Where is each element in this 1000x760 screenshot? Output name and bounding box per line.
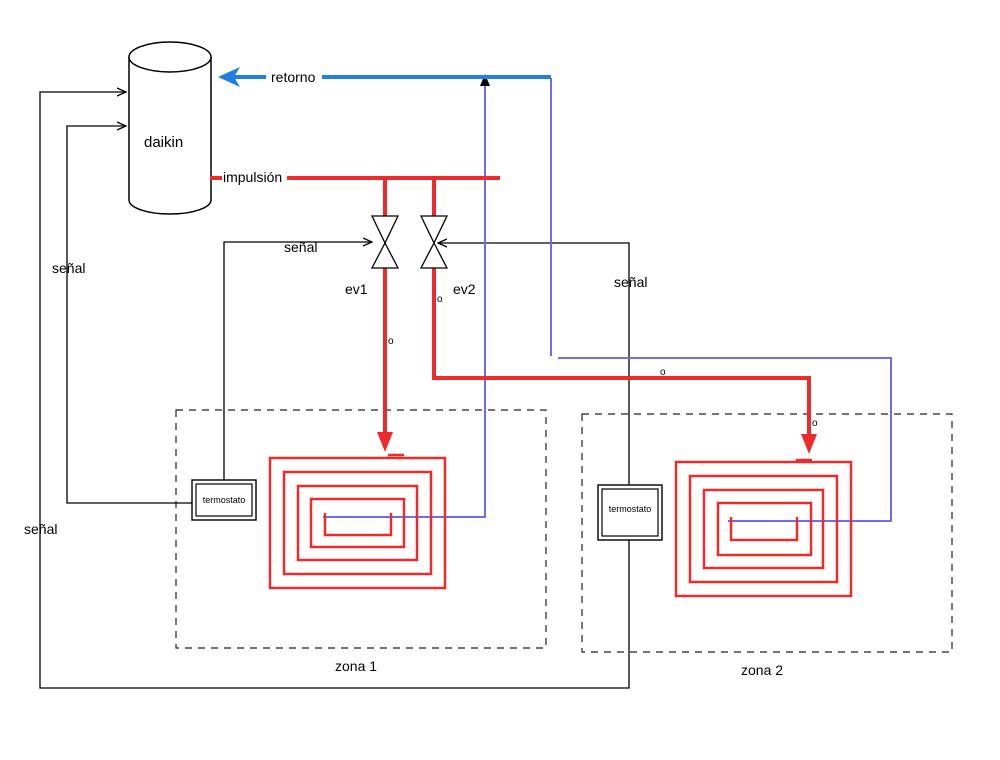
valve-ev1 (370, 215, 400, 269)
signal-line-thermostat2-to-ev2 (438, 243, 630, 485)
signal-label-ev1: señal (284, 239, 317, 255)
flow-marker-ev2: o (437, 294, 443, 305)
signal-lines (39, 92, 630, 689)
zone-1-label: zona 1 (335, 658, 377, 674)
signal-label-left: señal (52, 260, 85, 276)
daikin-label: daikin (144, 134, 183, 151)
flow-marker-zone2: o (812, 418, 818, 429)
valve-2-label: ev2 (453, 281, 476, 297)
return-label: retorno (271, 69, 316, 85)
flow-marker-supply-horizontal: o (660, 367, 666, 378)
signal-line-zone2-to-daikin (39, 92, 630, 689)
supply-ev2-to-zone2 (432, 268, 811, 436)
zone-1-boundary (175, 409, 547, 649)
valve-1-label: ev1 (345, 281, 368, 297)
zone-2-label: zona 2 (741, 662, 783, 678)
thermostat-zone1: termostato (191, 479, 257, 521)
supply-pipes (210, 176, 811, 436)
signal-label-zone2: señal (614, 274, 647, 290)
return-pipe-zone2 (558, 357, 892, 522)
floor-coil-zone2 (674, 460, 853, 598)
signal-label-bottom-left: señal (24, 521, 57, 537)
zone-2-boundary (581, 413, 953, 653)
thermostat-zone2-label: termostato (609, 504, 652, 514)
daikin-unit: daikin (128, 41, 212, 215)
thermostat-zone1-label: termostato (203, 495, 246, 505)
thermostat-zone2: termostato (597, 484, 663, 541)
return-pipe-zone1-arrow (480, 74, 490, 86)
supply-label: impulsión (223, 169, 282, 185)
supply-arrow-zone1 (377, 432, 393, 452)
valve-ev2 (419, 215, 449, 269)
return-pipe-zone1 (323, 78, 486, 518)
floor-coil-zone1 (268, 456, 447, 590)
return-main (218, 67, 551, 87)
signal-line-thermostat1-to-daikin (66, 126, 192, 504)
flow-marker-ev1: o (388, 336, 394, 347)
signal-line-thermostat1-to-ev1 (223, 242, 372, 480)
return-pipes (323, 78, 892, 522)
supply-arrow-zone2 (801, 434, 817, 454)
